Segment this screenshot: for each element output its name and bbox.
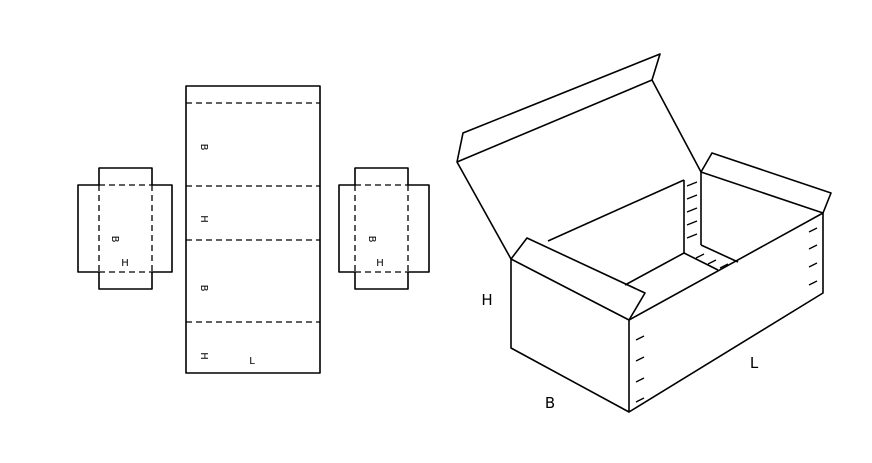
- panel3-label: B: [198, 285, 209, 292]
- box-lid: [456, 53, 702, 260]
- panel4-label: H: [198, 352, 209, 360]
- fold-tick: [707, 259, 717, 265]
- lid-crease: [456, 79, 653, 163]
- width-label: B: [545, 394, 555, 412]
- box-end-side: [628, 212, 824, 413]
- center-blank-outline: [185, 85, 321, 374]
- right-end-blank: B H: [338, 167, 430, 290]
- inner-floor-edge: [700, 244, 739, 263]
- far-end-flap: [700, 152, 832, 214]
- right-end-h-label: H: [376, 258, 384, 269]
- left-end-outline: [77, 167, 173, 290]
- fold-tick: [695, 253, 705, 259]
- assembled-box: H B L: [456, 53, 832, 413]
- front-top-flap: [510, 237, 646, 321]
- fold-tick: [635, 335, 645, 341]
- fold-tick: [635, 397, 645, 403]
- inner-floor-edge: [683, 252, 719, 271]
- fold-tick: [808, 227, 818, 233]
- fold-tick: [686, 220, 698, 226]
- fold-tick: [635, 356, 645, 362]
- panel1-label: B: [198, 144, 209, 151]
- fold-tick: [686, 181, 698, 187]
- panel2-label: H: [198, 215, 209, 223]
- fold-tick: [808, 262, 818, 268]
- height-label: H: [481, 291, 492, 309]
- panel4-length-label: L: [249, 356, 255, 367]
- left-end-b-label: B: [109, 236, 120, 243]
- right-end-outline: [338, 167, 430, 290]
- fold-tick: [719, 263, 729, 269]
- fold-tick: [808, 280, 818, 286]
- fold-tick: [808, 244, 818, 250]
- box-front-side: [510, 258, 630, 413]
- length-label: L: [750, 354, 759, 372]
- fold-tick: [686, 207, 698, 213]
- inner-back-edge: [547, 179, 685, 242]
- fold-tick: [686, 194, 698, 200]
- right-end-b-label: B: [366, 236, 377, 243]
- fold-tick: [635, 377, 645, 383]
- left-end-blank: B H: [77, 167, 173, 290]
- center-blank: B H B H L: [185, 85, 321, 374]
- fold-tick: [686, 233, 698, 239]
- inner-floor-edge: [624, 252, 685, 286]
- left-end-h-label: H: [121, 258, 129, 269]
